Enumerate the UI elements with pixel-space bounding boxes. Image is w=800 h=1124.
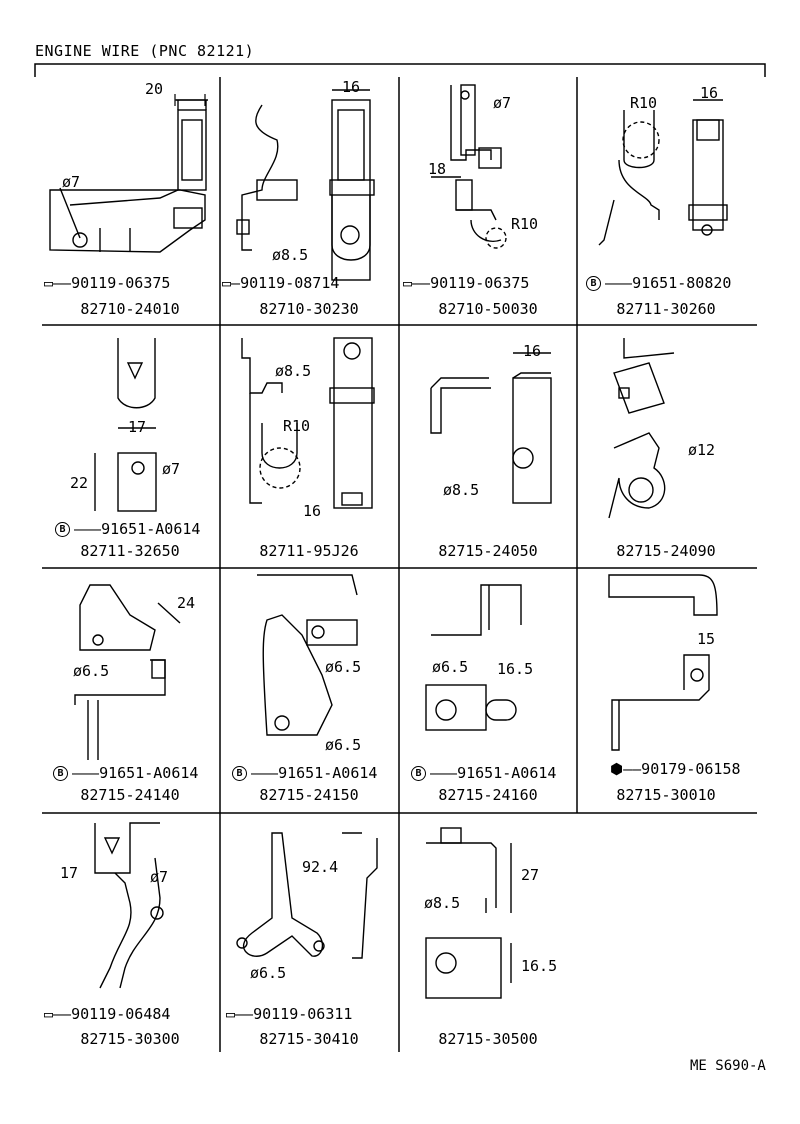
drawing-code: ME S690-A [690, 1058, 766, 1074]
part-number: 82715-24050 [438, 542, 538, 560]
dim-label: 16 [303, 502, 322, 520]
fastener-line: ▭——90119-06311 [226, 1005, 353, 1023]
bracket-drawing-4 [598, 99, 728, 246]
bracket-drawing-13 [94, 822, 164, 989]
bracket-drawing-3 [431, 84, 507, 249]
fastener-number: 91651-A0614 [278, 764, 378, 782]
nut-icon: ⬢ [610, 760, 624, 778]
dim-label: 16 [523, 342, 542, 360]
fastener-number: 91651-A0614 [101, 520, 201, 538]
dim-label: 17 [60, 864, 79, 882]
part-number: 82710-50030 [438, 300, 538, 318]
bolt-icon: ▭ [403, 274, 413, 292]
dim-label: 15 [697, 630, 716, 648]
part-number: 82715-24160 [438, 786, 538, 804]
b-mark-icon: B [586, 276, 601, 291]
fastener-number: 91651-A0614 [457, 764, 557, 782]
part-number: 82715-30300 [80, 1030, 180, 1048]
dim-label: ø6.5 [325, 736, 362, 754]
dim-label: ø7 [162, 460, 181, 478]
part-number: 82711-32650 [80, 542, 180, 560]
part-number: 82715-30410 [259, 1030, 359, 1048]
dim-label: ø12 [688, 441, 716, 459]
part-number: 82715-30010 [616, 786, 716, 804]
dim-label: R10 [511, 215, 539, 233]
part-number: 82715-30500 [438, 1030, 538, 1048]
dim-label: ø8.5 [275, 362, 312, 380]
b-mark-icon: B [53, 766, 68, 781]
bracket-drawing-5 [94, 338, 157, 512]
part-number: 82715-24090 [616, 542, 716, 560]
fastener-number: 90119-08714 [240, 274, 340, 292]
b-mark-icon: B [55, 522, 70, 537]
dim-label: ø6.5 [325, 658, 362, 676]
fastener-line: ▭—90119-08714 [222, 274, 340, 292]
dim-label: 27 [521, 866, 540, 884]
dim-label: ø8.5 [443, 481, 480, 499]
dim-label: 18 [428, 160, 447, 178]
dim-label: ø6.5 [432, 658, 469, 676]
bracket-drawing-1 [49, 99, 208, 253]
bracket-drawing-9 [74, 584, 181, 760]
fastener-number: 90119-06375 [71, 274, 171, 292]
bracket-drawing-14 [236, 832, 378, 959]
dim-label: R10 [630, 94, 658, 112]
bracket-drawing-6 [241, 337, 375, 509]
b-mark-icon: B [411, 766, 426, 781]
dim-label: R10 [283, 417, 311, 435]
fastener-number: 90119-06484 [71, 1005, 171, 1023]
dim-label: ø6.5 [73, 662, 110, 680]
part-number: 82711-30260 [616, 300, 716, 318]
fastener-number: 90179-06158 [641, 760, 741, 778]
dim-label: 16 [342, 78, 361, 96]
bracket-drawing-11 [425, 584, 522, 731]
dim-label: 16 [700, 84, 719, 102]
part-number: 82711-95J26 [259, 542, 359, 560]
dim-label: ø7 [493, 94, 512, 112]
fastener-line: B———91651-A0614 [232, 764, 377, 782]
fastener-line: ▭——90119-06375 [403, 274, 530, 292]
fastener-number: 91651-80820 [632, 274, 732, 292]
fastener-line: ▭——90119-06375 [44, 274, 171, 292]
fastener-line: ⬢——90179-06158 [610, 760, 741, 778]
bracket-drawing-10 [257, 574, 358, 736]
dim-label: ø7 [150, 868, 169, 886]
part-number: 82715-24150 [259, 786, 359, 804]
dim-label: 92.4 [302, 858, 339, 876]
dim-label: ø6.5 [250, 964, 287, 982]
fastener-number: 91651-A0614 [99, 764, 199, 782]
bracket-drawing-12 [608, 574, 718, 751]
fastener-line: B———91651-A0614 [411, 764, 556, 782]
bracket-drawing-15 [425, 827, 512, 999]
bolt-icon: ▭ [44, 1005, 54, 1023]
fastener-line: B———91651-A0614 [55, 520, 200, 538]
bracket-drawing-8 [608, 338, 675, 519]
b-mark-icon: B [232, 766, 247, 781]
dim-label: 24 [177, 594, 196, 612]
bolt-icon: ▭ [44, 274, 54, 292]
bracket-drawing-7 [430, 352, 552, 504]
dim-label: 17 [128, 418, 147, 436]
part-number: 82710-24010 [80, 300, 180, 318]
dim-label: 22 [70, 474, 89, 492]
bolt-icon: ▭ [226, 1005, 236, 1023]
bolt-icon: ▭ [222, 274, 232, 292]
part-number: 82715-24140 [80, 786, 180, 804]
fastener-number: 90119-06311 [253, 1005, 353, 1023]
dim-label: 16.5 [497, 660, 534, 678]
fastener-line: B———91651-A0614 [53, 764, 198, 782]
dim-arrow [174, 94, 206, 106]
part-number: 82710-30230 [259, 300, 359, 318]
dim-label: ø7 [62, 173, 81, 191]
dim-label: ø8.5 [272, 246, 309, 264]
dim-label: 16.5 [521, 957, 558, 975]
bracket-drawing-2 [236, 89, 375, 281]
page-title: ENGINE WIRE (PNC 82121) [35, 42, 255, 60]
fastener-number: 90119-06375 [430, 274, 530, 292]
fastener-line: B———91651-80820 [586, 274, 731, 292]
dim-label: ø8.5 [424, 894, 461, 912]
dim-label: 20 [145, 80, 164, 98]
fastener-line: ▭——90119-06484 [44, 1005, 171, 1023]
